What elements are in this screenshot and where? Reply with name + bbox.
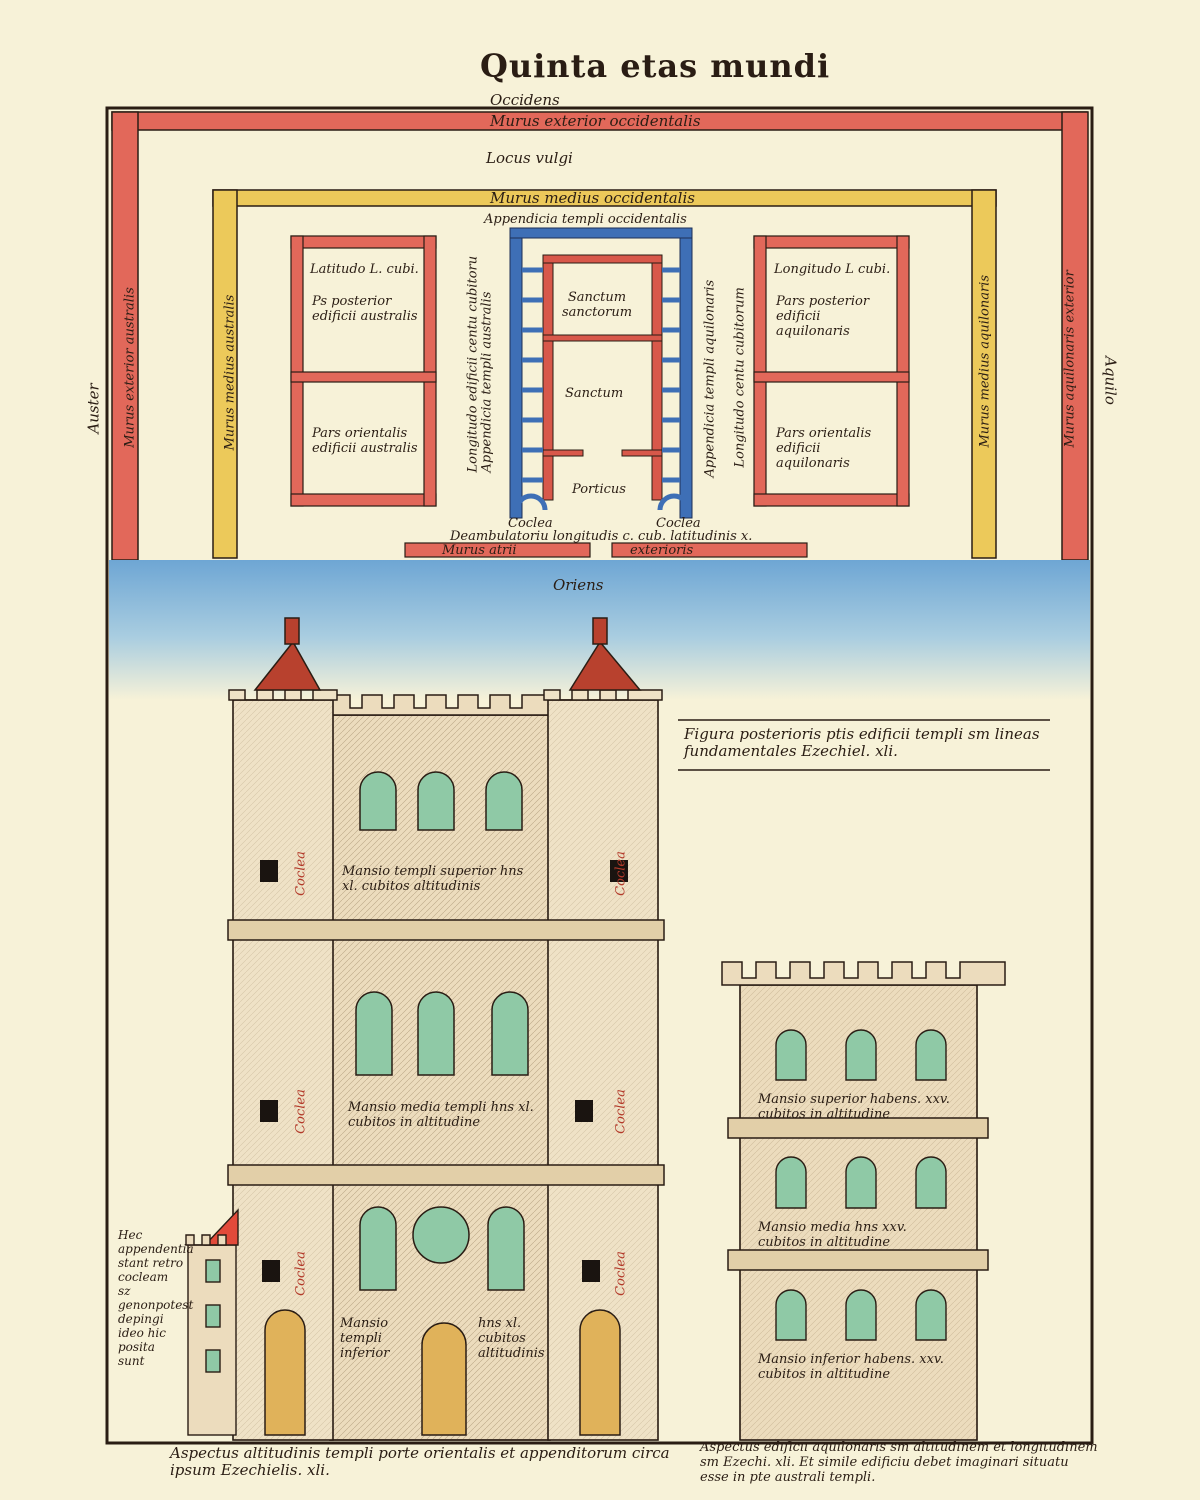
label-coclea-elev-2: Coclea [613,851,629,896]
label-mansio-superior: Mansio templi superior hns xl. cubitos a… [342,864,524,894]
label-side-superior: Mansio superior habens. xxv. cubitos in … [758,1092,950,1122]
label-exterioris: exterioris [630,543,694,558]
label-side-inferior: Mansio inferior habens. xxv. cubitos in … [758,1352,944,1382]
north-building-windows [775,1029,947,1341]
label-mansio-inferior-b: hns xl. cubitos altitudinis [478,1316,545,1361]
plan-outer-wall [111,111,1089,561]
label-coclea-elev-1: Coclea [293,851,309,896]
caption-figura: Figura posterioris ptis edificii templi … [684,725,1040,760]
label-appendicia-aquilonaris: Appendicia templi aquilonaris [702,279,718,478]
caption-rules [678,719,1050,771]
label-coclea-elev-3: Coclea [293,1089,309,1134]
label-side-media: Mansio media hns xxv. cubitos in altitud… [758,1220,907,1250]
label-appendicia-australis: Appendicia templi australis [479,291,495,473]
label-murus-medius-australis: Murus medius australis [222,294,238,451]
label-longitudo-north: Longitudo centu cubitorum [732,287,748,468]
label-side-note: Hec appendentia stant retro cocleam sz g… [118,1228,194,1368]
label-locus-vulgi: Locus vulgi [486,149,573,167]
gate-tower-slits [260,860,628,1282]
caption-right-elevation: Aspectus edificii aquilonaris sm altitud… [700,1440,1098,1485]
label-sanctum: Sanctum [565,386,624,401]
label-appendicia-occidentalis: Appendicia templi occidentalis [484,212,687,227]
label-sanctum-sanctorum: Sanctum sanctorum [562,290,633,320]
caption-left-elevation: Aspectus altitudinis templi porte orient… [170,1444,670,1479]
label-murus-exterior-australis: Murus exterior australis [122,287,138,448]
annex-tower [185,1208,239,1436]
label-murus-atrii: Murus atrii [442,543,517,558]
page-frame [105,106,1094,1445]
plan-north-building [753,235,910,507]
label-auster: Auster [84,383,103,434]
label-coclea-plan-left: Coclea [508,516,553,531]
label-deambulatorium: Deambulatoriu longitudis c. cub. latitud… [450,529,753,544]
label-coclea-plan-right: Coclea [656,516,701,531]
label-mansio-media: Mansio media templi hns xl. cubitos in a… [348,1100,534,1130]
plan-chambers [522,267,680,483]
label-coclea-elev-6: Coclea [613,1251,629,1296]
label-oriens: Oriens [553,576,604,594]
plan-coclea-arcs [514,493,691,511]
label-longitudo-south: Longitudo edificii centu cubitoru [465,255,481,473]
label-mansio-inferior-a: Mansio templi inferior [340,1316,390,1361]
label-longitudo-right: Longitudo L cubi. [774,262,891,277]
label-coclea-elev-5: Coclea [293,1251,309,1296]
label-porticus: Porticus [572,482,626,497]
gate-tower-windows [355,771,529,1291]
label-murus-exterior-occidentalis: Murus exterior occidentalis [490,112,701,130]
plan-atrium-wall [404,542,808,558]
label-pars-posterior-australis: Ps posterior edificii australis [312,294,418,324]
gate-tower-doors [264,1309,621,1436]
page-title: Quinta etas mundi [480,47,831,85]
plan-south-building [290,235,437,507]
gate-tower [227,617,665,1441]
label-pars-posterior-aquilonaris: Pars posterior edificii aquilonaris [776,294,870,339]
label-occidens: Occidens [490,91,560,109]
label-pars-orientalis-australis: Pars orientalis edificii australis [312,426,418,456]
plan-temple-core [542,254,663,501]
plan-middle-wall [212,189,997,559]
label-aquilo: Aquilo [1101,356,1120,405]
label-coclea-elev-4: Coclea [613,1089,629,1134]
plan-temple-appendicia [509,227,693,519]
label-murus-aquilonaris-exterior: Murus aquilonaris exterior [1062,270,1078,448]
label-murus-medius-occidentalis: Murus medius occidentalis [490,189,695,207]
label-latitudo: Latitudo L. cubi. [310,262,419,277]
label-murus-medius-aquilonaris: Murus medius aquilonaris [977,274,993,448]
label-pars-orientalis-aquilonaris: Pars orientalis edificii aquilonaris [776,426,872,471]
